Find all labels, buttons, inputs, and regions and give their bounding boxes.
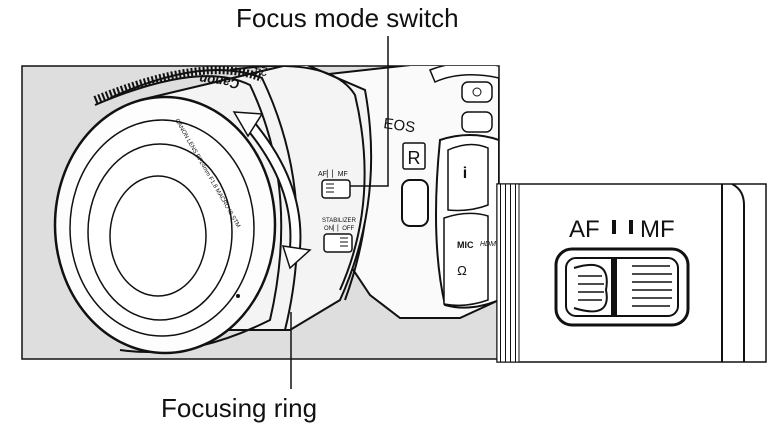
camera-buttons [401,81,493,227]
lens-switch-panel: AF▏▏MF STABILIZER ON▏▏OFF [318,169,357,253]
lens-barrel: Canon 24 AF▏▏MF STABILIZER ON▏▏OFF [53,66,373,355]
inset-af-label: AF [569,216,600,243]
zoomed-inset-panel: AF MF [496,183,767,363]
lens-stabilizer-switch[interactable] [323,233,353,253]
inset-focusing-ring [497,184,520,362]
lens-af-mf-text: AF▏▏MF [318,169,348,178]
svg-text:i: i [463,165,467,182]
inset-mf-label: MF [640,216,675,243]
leader-lines [290,36,389,389]
inset-focus-mode-switch[interactable] [554,247,690,327]
focusing-ring-label: Focusing ring [161,393,318,423]
lens-stabilizer-title: STABILIZER [322,218,357,224]
mic-port-label: MIC [457,240,474,250]
eos-model-text: EOS [382,115,416,136]
lens-stabilizer-on-off: ON▏▏OFF [324,224,355,232]
main-illustration-panel: R EOS i MIC Ω HDMI Canon 24 [21,65,500,360]
focus-mode-switch-label: Focus mode switch [236,3,459,33]
rotation-arrow-icon [232,111,312,270]
lens-focus-mode-switch[interactable] [321,179,351,199]
hdmi-port-label: HDMI [480,241,498,248]
svg-text:Ω: Ω [457,263,467,278]
r-badge: R [408,148,421,168]
